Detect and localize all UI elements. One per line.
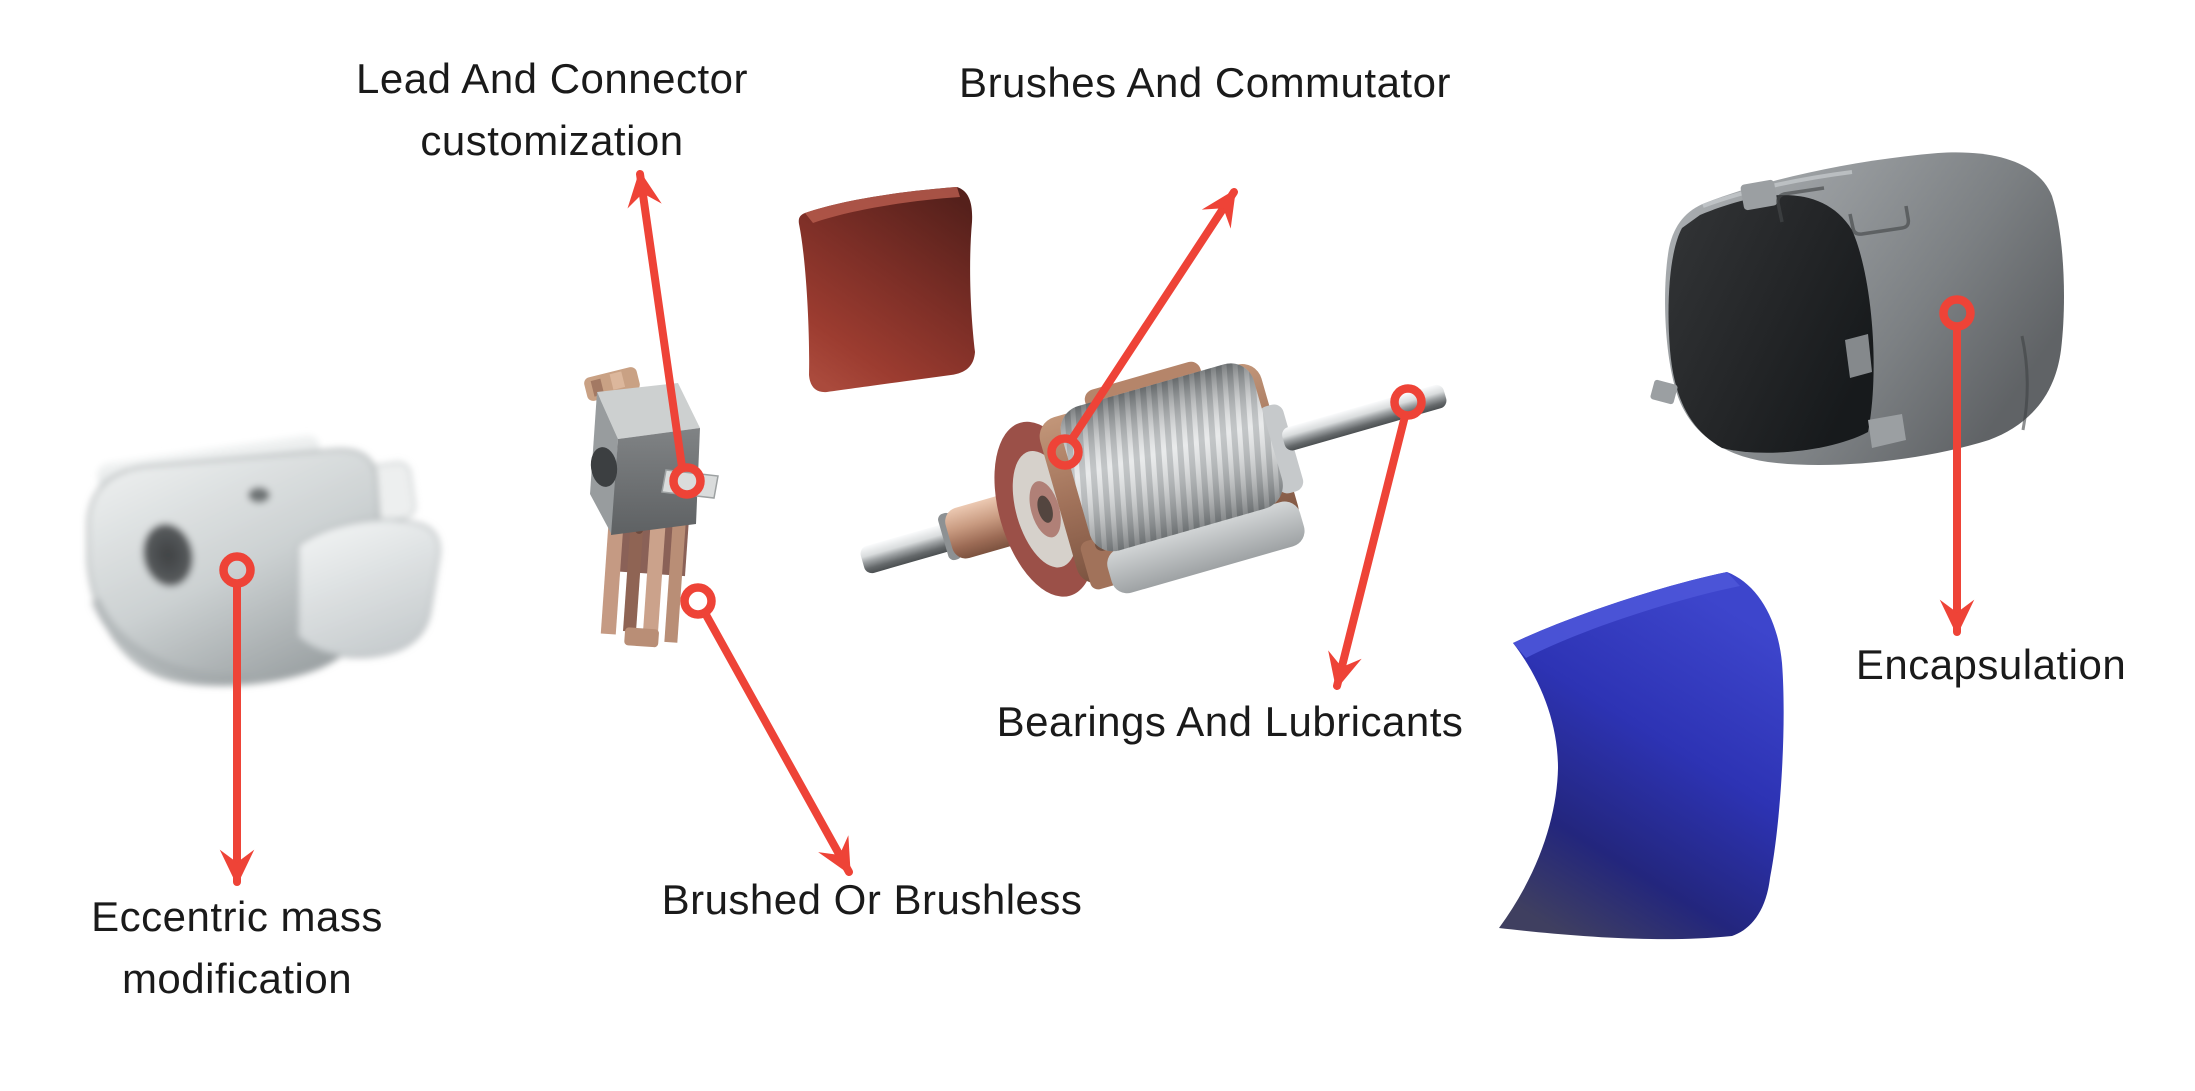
- rotor-assembly-part: [860, 361, 1447, 597]
- arrow-brushes-commutator: [1068, 188, 1238, 443]
- rotor-right-cap: [1258, 404, 1304, 494]
- label-eccentric-mass: Eccentric mass modification: [91, 893, 383, 1002]
- ring-lead-connector: [669, 463, 705, 499]
- housing-stamp-mark-right: [1848, 205, 1911, 236]
- arrow-lead-connector: [627, 170, 686, 471]
- shaft-right: [1282, 384, 1447, 451]
- label-brushed-brushless: Brushed Or Brushless: [661, 876, 1083, 923]
- magnet-red-body: [798, 187, 975, 393]
- housing-stamp-mark-left: [1776, 186, 1825, 223]
- label-encapsulation: Encapsulation: [1855, 641, 2127, 688]
- label-lead-connector: Lead And Connector customization: [356, 55, 748, 164]
- lead-connector-part: [584, 367, 719, 648]
- housing-seam: [2020, 335, 2029, 431]
- mass-wing: [297, 518, 441, 658]
- magnet-blue-lip: [1513, 572, 1740, 658]
- arrow-brushed-brushless: [701, 609, 853, 876]
- arrow-bearings: [1328, 412, 1409, 690]
- mass-top-dot: [248, 487, 270, 503]
- shaft-left: [860, 524, 953, 574]
- rotor-bottom-pole: [1107, 501, 1305, 594]
- coil-winding: [1060, 363, 1283, 552]
- housing-tabs: [1650, 179, 1906, 448]
- eccentric-mass-weight-part: [87, 434, 441, 686]
- magnet-blue-body: [1499, 572, 1784, 940]
- housing-opening: [1668, 195, 1874, 453]
- connector-hole: [590, 447, 618, 487]
- magnet-red-lip: [805, 187, 960, 223]
- ring-brushed-brushless: [680, 583, 716, 619]
- magnet-red-part: [798, 187, 975, 393]
- housing-notch: [1643, 252, 1664, 288]
- motor-housing-part: [1643, 152, 2064, 466]
- ring-brushes-commutator: [1047, 434, 1083, 470]
- label-bearings-lubricants: Bearings And Lubricants: [996, 698, 1464, 745]
- label-brushes-commutator: Brushes And Commutator: [959, 59, 1451, 106]
- housing-rim-highlight: [1702, 170, 1853, 208]
- magnet-blue-part: [1499, 572, 1784, 940]
- mass-bottom-shade: [90, 597, 251, 684]
- mass-side-hole: [142, 523, 194, 587]
- annotation-arrows: [219, 170, 1975, 886]
